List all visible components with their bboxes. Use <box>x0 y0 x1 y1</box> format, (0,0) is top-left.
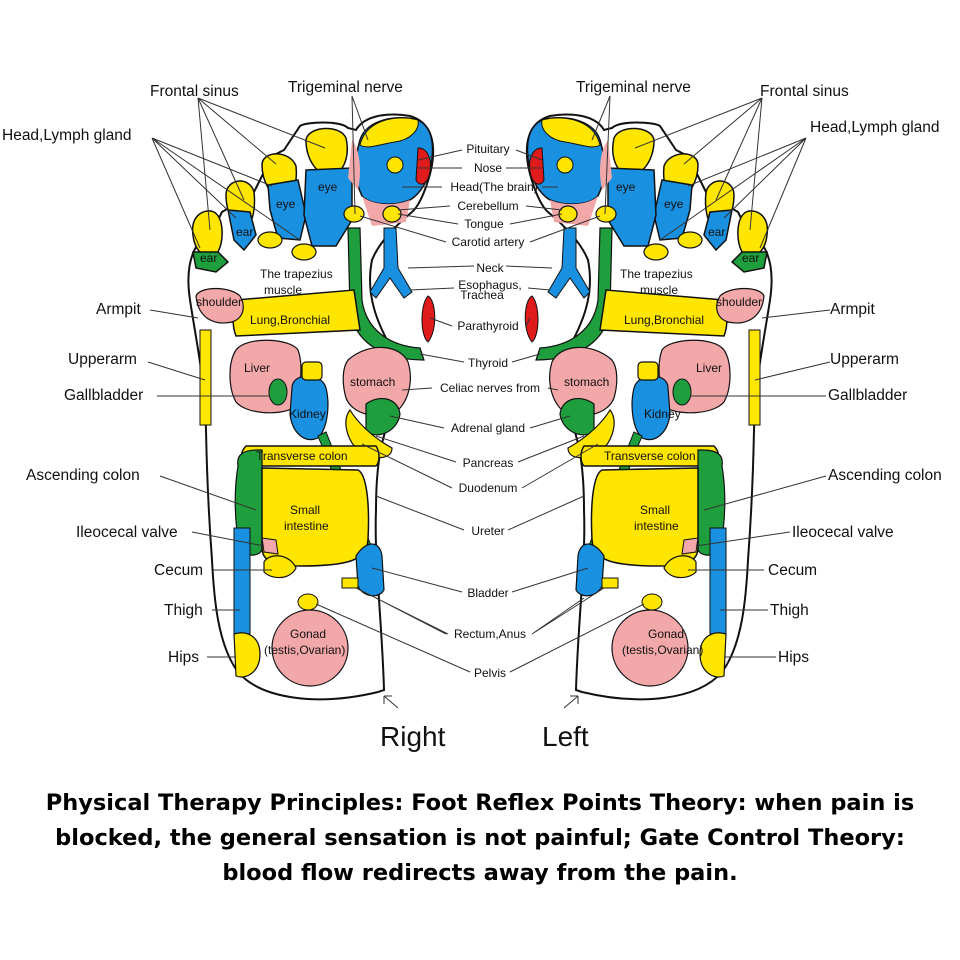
zone-trapezius: muscle <box>640 283 678 297</box>
label-armpit: Armpit <box>830 301 875 318</box>
labels-center: Pituitary Nose Head(The brain) Cerebellu… <box>440 142 540 680</box>
label-trigeminal-nerve: Trigeminal nerve <box>288 79 403 96</box>
zone-gonad: Gonad <box>290 627 326 641</box>
label-parathyroid: Parathyroid <box>457 319 518 333</box>
zone-eye: eye <box>664 197 684 211</box>
label-tongue: Tongue <box>464 217 504 231</box>
label-ileocecal-valve: Ileocecal valve <box>76 524 178 541</box>
caption: Physical Therapy Principles: Foot Reflex… <box>45 790 915 886</box>
label-armpit: Armpit <box>96 301 141 318</box>
zone-ear: ear <box>200 251 217 265</box>
label-duodenum: Duodenum <box>459 481 518 495</box>
label-head-brain: Head(The brain) <box>450 180 537 194</box>
label-head-lymph-gland: Head,Lymph gland <box>2 127 132 144</box>
zone-small-intestine: intestine <box>284 519 329 533</box>
leader-lines <box>147 95 831 709</box>
label-cecum: Cecum <box>154 562 203 579</box>
label-gallbladder: Gallbladder <box>64 387 143 404</box>
zone-ear: ear <box>236 225 253 239</box>
label-ileocecal-valve: Ileocecal valve <box>792 524 894 541</box>
zone-shoulder: shoulder <box>716 295 762 309</box>
zone-kidney: Kidney <box>289 407 326 421</box>
label-upperarm: Upperarm <box>68 351 137 368</box>
side-label-left: Left <box>542 721 589 752</box>
label-ascending-colon: Ascending colon <box>828 467 942 484</box>
foot-reflexology-diagram: eye eye ear ear The trapezius muscle sho… <box>2 79 942 752</box>
zone-transverse-colon: Transverse colon <box>604 449 696 463</box>
zone-small-intestine: Small <box>290 503 320 517</box>
labels-left-side: Frontal sinus Trigeminal nerve Head,Lymp… <box>2 79 403 666</box>
label-pituitary: Pituitary <box>466 142 509 156</box>
zone-gonad: (testis,Ovarian) <box>622 643 703 657</box>
zone-trapezius: The trapezius <box>260 267 333 281</box>
label-hips: Hips <box>168 649 199 666</box>
label-pelvis: Pelvis <box>474 666 506 680</box>
zone-trapezius: muscle <box>264 283 302 297</box>
zone-stomach: stomach <box>350 375 395 389</box>
label-gallbladder: Gallbladder <box>828 387 907 404</box>
label-carotid-artery: Carotid artery <box>452 235 525 249</box>
zone-stomach: stomach <box>564 375 609 389</box>
label-trigeminal-nerve: Trigeminal nerve <box>576 79 691 96</box>
label-frontal-sinus: Frontal sinus <box>760 83 849 100</box>
side-label-right: Right <box>380 721 446 752</box>
label-thigh: Thigh <box>164 602 203 619</box>
label-thyroid: Thyroid <box>468 356 508 370</box>
label-thigh: Thigh <box>770 602 809 619</box>
labels-right-side: Trigeminal nerve Frontal sinus Head,Lymp… <box>576 79 942 666</box>
label-cerebellum: Cerebellum <box>457 199 518 213</box>
zone-small-intestine: intestine <box>634 519 679 533</box>
label-upperarm: Upperarm <box>830 351 899 368</box>
label-ascending-colon: Ascending colon <box>26 467 140 484</box>
zone-small-intestine: Small <box>640 503 670 517</box>
label-pancreas: Pancreas <box>463 456 514 470</box>
zone-labels-right-foot: eye eye ear ear The trapezius muscle sho… <box>196 180 395 657</box>
zone-lung: Lung,Bronchial <box>624 313 704 327</box>
zone-liver: Liver <box>244 361 270 375</box>
label-neck: Neck <box>476 261 504 275</box>
zone-trapezius: The trapezius <box>620 267 693 281</box>
zone-gonad: (testis,Ovarian) <box>264 643 345 657</box>
label-esophagus: Esophagus, <box>458 278 521 292</box>
zone-eye: eye <box>276 197 296 211</box>
zone-ear: ear <box>708 225 725 239</box>
label-hips: Hips <box>778 649 809 666</box>
label-adrenal-gland: Adrenal gland <box>451 421 525 435</box>
zone-eye: eye <box>616 180 636 194</box>
zone-labels-left-foot: eye eye ear ear The trapezius muscle sho… <box>564 180 762 657</box>
label-rectum-anus: Rectum,Anus <box>454 627 526 641</box>
label-frontal-sinus: Frontal sinus <box>150 83 239 100</box>
zone-kidney: Kidney <box>644 407 681 421</box>
zone-transverse-colon: Transverse colon <box>256 449 348 463</box>
zone-lung: Lung,Bronchial <box>250 313 330 327</box>
label-ureter: Ureter <box>471 524 504 538</box>
zone-shoulder: shoulder <box>196 295 242 309</box>
zone-ear: ear <box>742 251 759 265</box>
zone-gonad: Gonad <box>648 627 684 641</box>
label-cecum: Cecum <box>768 562 817 579</box>
label-celiac-nerves: Celiac nerves from <box>440 381 540 395</box>
zone-eye: eye <box>318 180 338 194</box>
label-nose: Nose <box>474 161 502 175</box>
label-head-lymph-gland: Head,Lymph gland <box>810 119 940 136</box>
label-trachea: Trachea <box>460 288 504 302</box>
zone-liver: Liver <box>696 361 722 375</box>
label-bladder: Bladder <box>467 586 508 600</box>
